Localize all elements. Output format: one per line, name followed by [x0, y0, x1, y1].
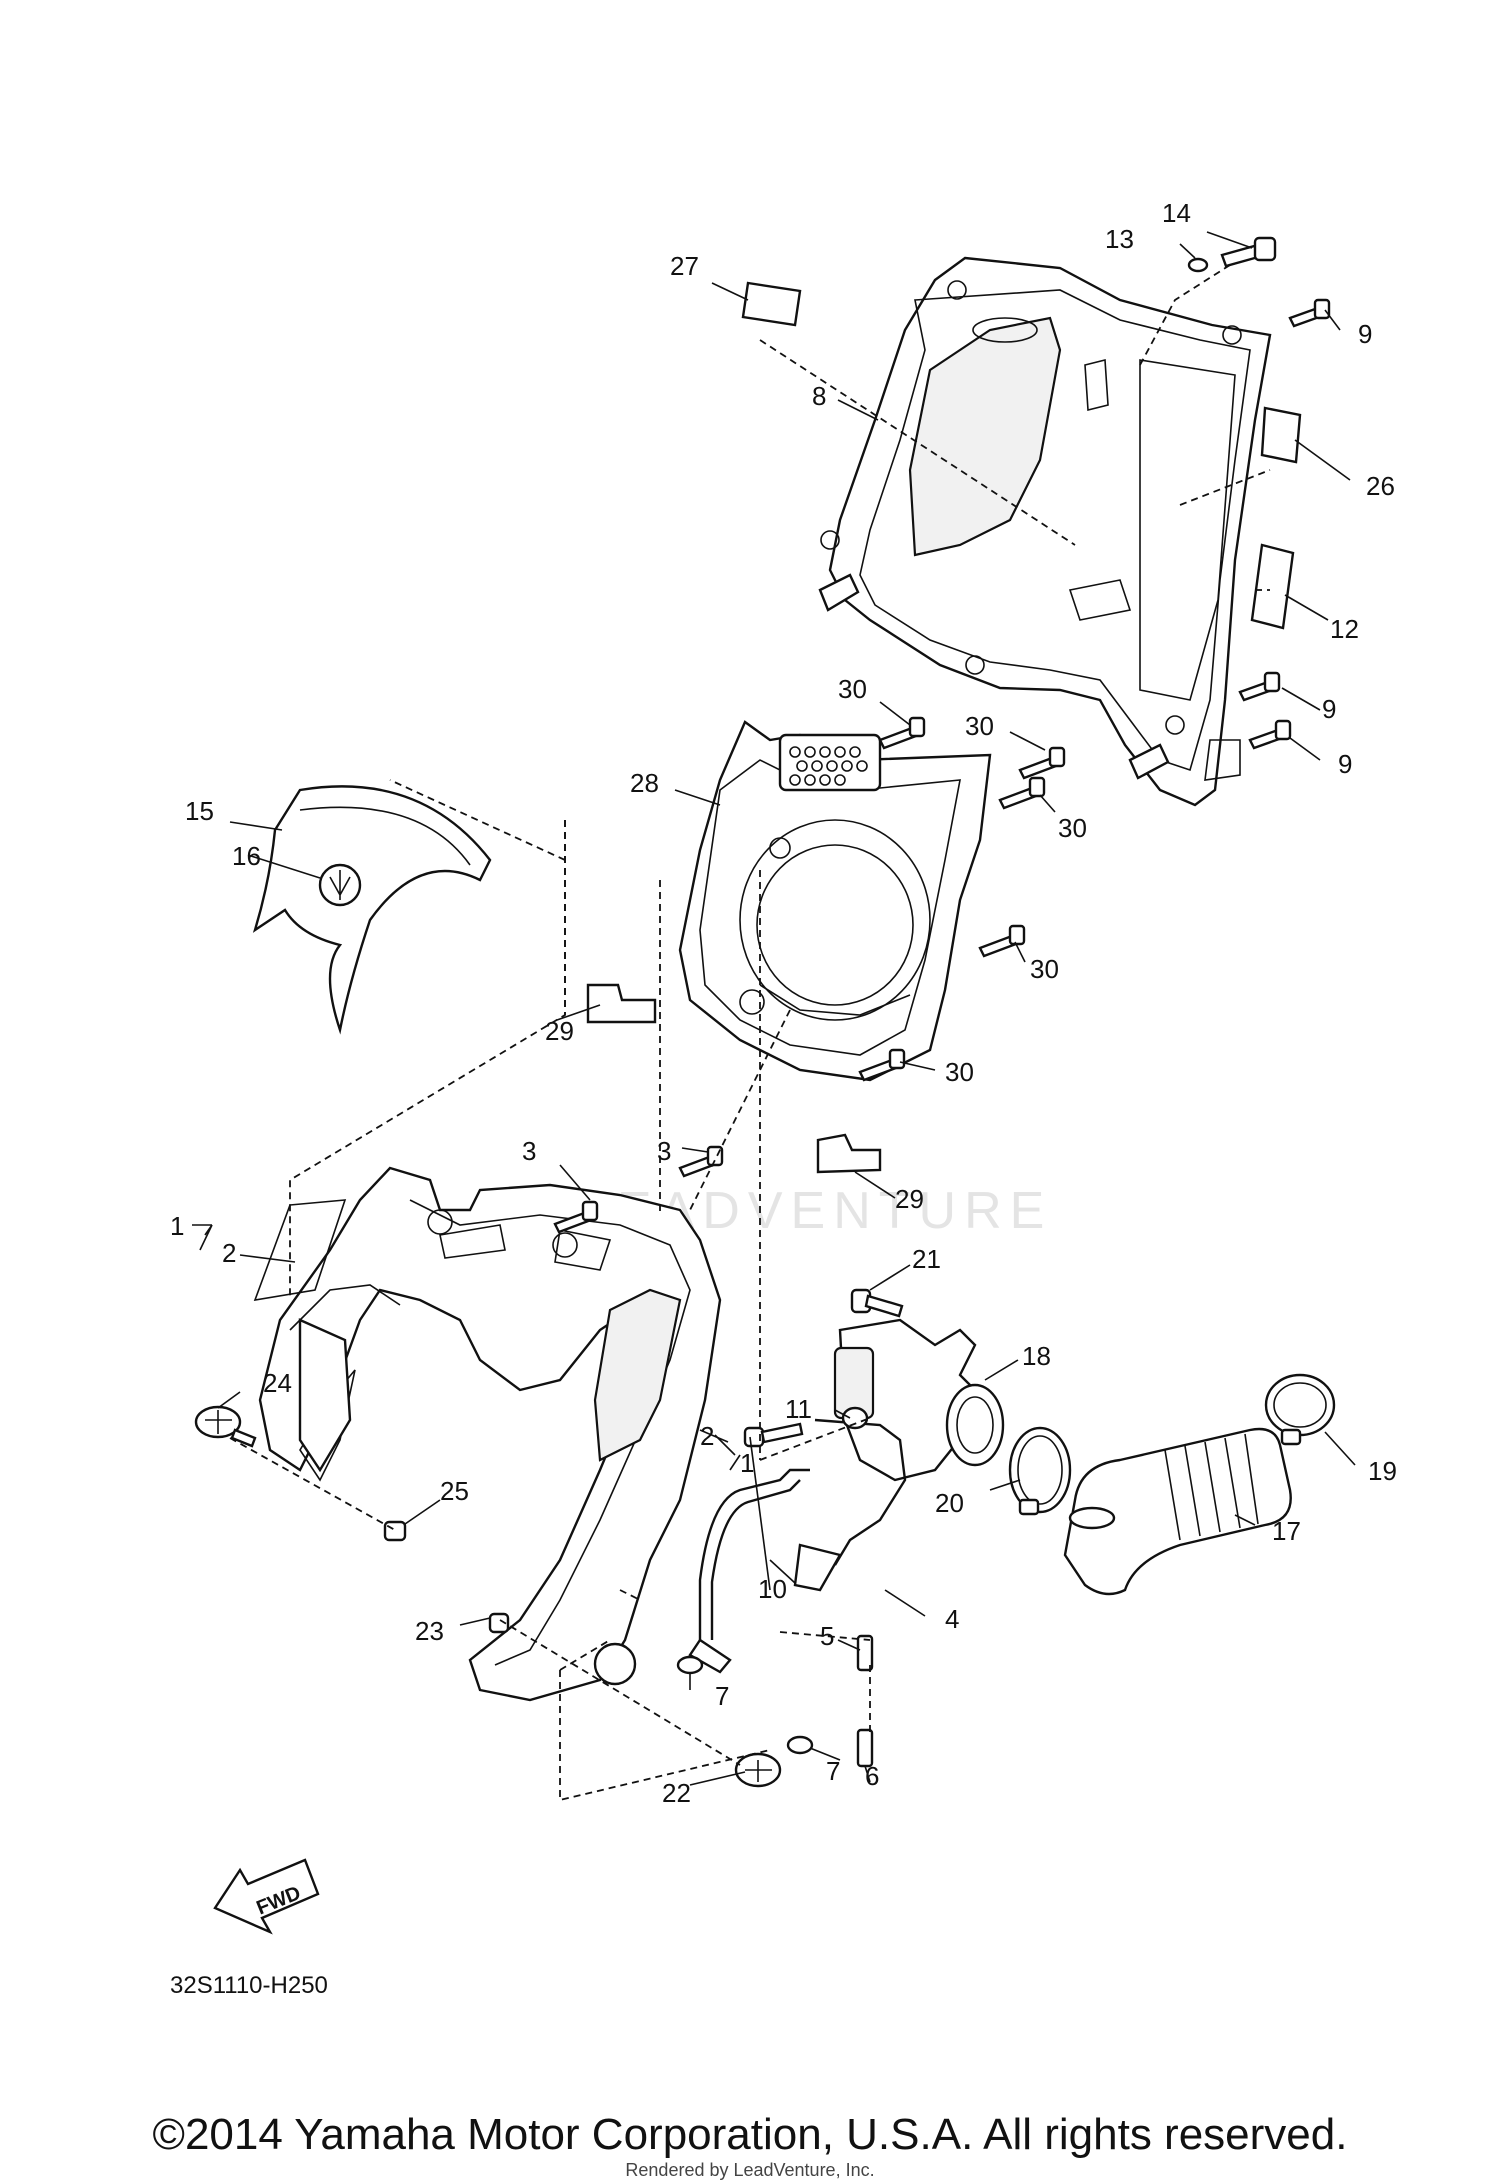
part-bolt-21: [850, 1288, 904, 1318]
callout-16: 16: [232, 841, 261, 871]
part-nut-23: [488, 1612, 510, 1634]
fwd-arrow: FWD: [213, 1858, 320, 1935]
callout-19: 19: [1368, 1456, 1397, 1486]
callout-22: 22: [662, 1778, 691, 1808]
part-stay-4: [688, 1418, 907, 1674]
part-bolt-14: [1220, 236, 1277, 268]
part-bolt-5: [856, 1634, 874, 1672]
part-front-cover-28: [678, 720, 992, 1082]
callout-7-b: 7: [826, 1756, 840, 1786]
callout-12: 12: [1330, 614, 1359, 644]
callout-20: 20: [935, 1488, 964, 1518]
callout-2-a: 2: [222, 1238, 236, 1268]
part-air-intake-18: [833, 1318, 1005, 1482]
callout-9-b: 9: [1322, 694, 1336, 724]
callout-5: 5: [820, 1621, 834, 1651]
part-clip-29-a: [586, 983, 657, 1024]
callout-30-e: 30: [945, 1057, 974, 1087]
callout-30-d: 30: [1030, 954, 1059, 984]
callout-7-a: 7: [715, 1681, 729, 1711]
rendered-by: Rendered by LeadVenture, Inc.: [625, 2160, 875, 2180]
part-label-26: [1260, 406, 1302, 464]
callout-10: 10: [758, 1574, 787, 1604]
callout-28: 28: [630, 768, 659, 798]
part-washer-7-b: [786, 1735, 814, 1755]
part-nut-25: [383, 1520, 407, 1542]
callout-21: 21: [912, 1244, 941, 1274]
screw-9-c: [1248, 719, 1292, 750]
screw-3-a: [553, 1200, 599, 1234]
screw-30-e: [858, 1048, 906, 1082]
callout-24: 24: [263, 1368, 292, 1398]
callout-30-c: 30: [1058, 813, 1087, 843]
screw-9-b: [1238, 671, 1281, 702]
part-knob-24: [194, 1405, 257, 1448]
part-washer-13: [1187, 257, 1209, 273]
part-grommet-11: [841, 1406, 869, 1430]
part-side-panel: [298, 1318, 352, 1473]
part-knob-22: [734, 1752, 782, 1788]
callout-3-a: 3: [522, 1136, 536, 1166]
part-hose-17: [1063, 1427, 1292, 1596]
part-upper-cover-15: [252, 785, 492, 1035]
callouts: 14 13 27 8 9 26 12 9 9 30 30 30 30 30 28…: [170, 198, 1397, 1808]
callout-29-b: 29: [895, 1184, 924, 1214]
part-inner-panel: [818, 256, 1272, 807]
callout-2-b: 2: [700, 1421, 714, 1451]
part-label-27: [741, 281, 802, 327]
part-clamp-19: [1264, 1373, 1336, 1446]
callout-29-a: 29: [545, 1016, 574, 1046]
callout-27: 27: [670, 251, 699, 281]
callout-1-a: 1: [170, 1211, 184, 1241]
callout-14: 14: [1162, 198, 1191, 228]
copyright-notice: ©2014 Yamaha Motor Corporation, U.S.A. A…: [152, 2110, 1348, 2159]
part-pad-12: [1250, 543, 1295, 630]
part-clamp-20: [1008, 1426, 1072, 1516]
screw-9-a: [1288, 298, 1331, 328]
callout-6: 6: [865, 1761, 879, 1791]
callout-4: 4: [945, 1604, 959, 1634]
screw-30-c: [998, 776, 1046, 810]
callout-17: 17: [1272, 1516, 1301, 1546]
screw-30-d: [978, 924, 1026, 958]
leader-lines: [192, 231, 1356, 1786]
part-clip-29-b: [816, 1133, 882, 1174]
callout-30-a: 30: [838, 674, 867, 704]
callout-23: 23: [415, 1616, 444, 1646]
diagram-code: 32S1110-H250: [170, 1972, 328, 1999]
vent-grille: [789, 746, 868, 786]
callout-8: 8: [812, 381, 826, 411]
callout-15: 15: [185, 796, 214, 826]
callout-30-b: 30: [965, 711, 994, 741]
callout-1-b: 1: [740, 1448, 754, 1478]
callout-18: 18: [1022, 1341, 1051, 1371]
callout-9-c: 9: [1338, 749, 1352, 779]
callout-9-a: 9: [1358, 319, 1372, 349]
callout-11: 11: [785, 1394, 812, 1424]
assembly-lines: [229, 264, 1271, 1802]
screw-30-a: [878, 716, 926, 750]
part-washer-7-a: [676, 1655, 704, 1675]
part-sticker-2a: [253, 1199, 347, 1302]
screw-30-b: [1018, 746, 1066, 780]
callout-26: 26: [1366, 471, 1395, 501]
callout-25: 25: [440, 1476, 469, 1506]
callout-13: 13: [1105, 224, 1134, 254]
callout-3-b: 3: [657, 1136, 671, 1166]
part-bolt-10: [743, 1422, 804, 1448]
